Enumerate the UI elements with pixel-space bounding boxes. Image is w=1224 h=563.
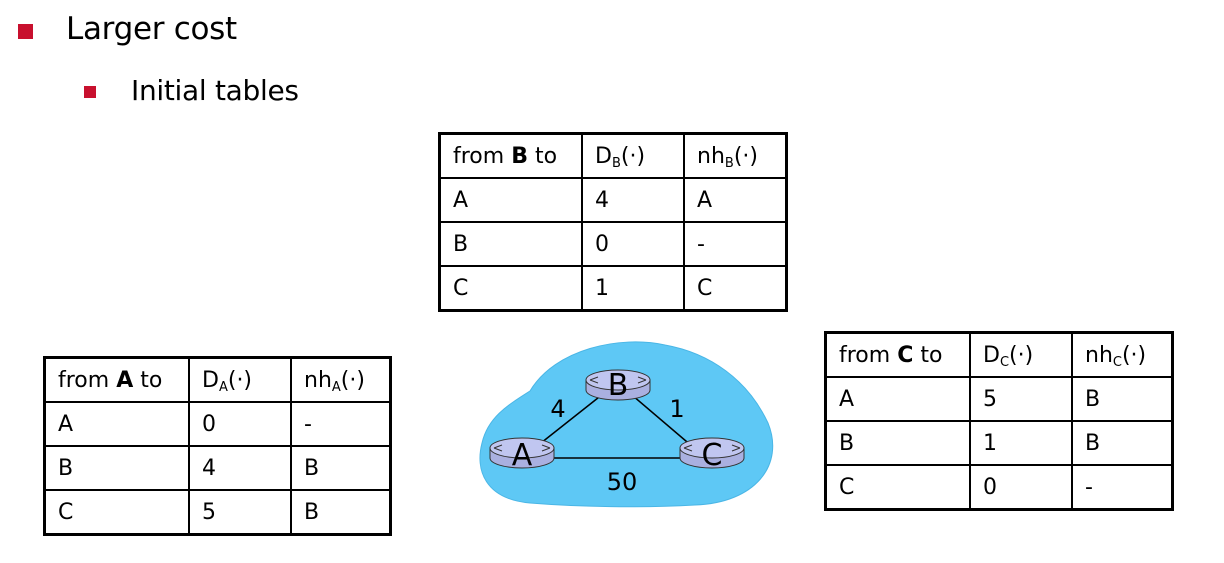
cell-dest: A (43, 401, 190, 447)
router-c: C (679, 437, 745, 473)
cell-dest: A (438, 177, 583, 223)
cell-dest: B (824, 420, 971, 466)
node-label-b: B (608, 368, 629, 403)
cell-dest: C (824, 464, 971, 511)
cell-dest: C (43, 489, 190, 536)
cell-dest: A (824, 376, 971, 422)
subheading: Initial tables (131, 74, 299, 107)
header-from: from C to (824, 331, 971, 378)
header-next-hop: nhB(·) (683, 132, 788, 179)
cell-dest: C (438, 265, 583, 312)
table-header-row: from B to DB(·) nhB(·) (438, 132, 788, 179)
header-from: from B to (438, 132, 583, 179)
cell-dist: 0 (188, 401, 292, 447)
header-next-hop: nhA(·) (290, 356, 392, 403)
bullet-level1 (18, 24, 33, 39)
cell-nh: A (683, 177, 788, 223)
header-distance: DC(·) (969, 331, 1073, 378)
cell-dist: 4 (188, 445, 292, 491)
cell-nh: B (290, 445, 392, 491)
table-header-row: from C to DC(·) nhC(·) (824, 331, 1174, 378)
cell-dist: 4 (581, 177, 685, 223)
cell-dist: 1 (969, 420, 1073, 466)
heading: Larger cost (66, 11, 237, 47)
network-diagram: B A C 4 1 50 (479, 341, 774, 508)
router-b: B (585, 368, 651, 403)
table-header-row: from A to DA(·) nhA(·) (43, 356, 392, 403)
cell-dist: 5 (969, 376, 1073, 422)
header-distance: DB(·) (581, 132, 685, 179)
cell-nh: - (290, 401, 392, 447)
cell-dest: B (438, 221, 583, 267)
link-cost-bc: 1 (669, 395, 684, 423)
link-cost-ac: 50 (607, 468, 638, 496)
node-label-a: A (512, 438, 533, 473)
bullet-level2 (84, 86, 96, 98)
header-next-hop: nhC(·) (1071, 331, 1174, 378)
node-label-c: C (702, 438, 723, 473)
cell-nh: C (683, 265, 788, 312)
cell-nh: B (290, 489, 392, 536)
cell-dist: 0 (581, 221, 685, 267)
router-a: A (489, 437, 555, 473)
cell-dist: 0 (969, 464, 1073, 511)
cell-dist: 1 (581, 265, 685, 312)
cell-nh: B (1071, 376, 1174, 422)
header-distance: DA(·) (188, 356, 292, 403)
cell-dest: B (43, 445, 190, 491)
cell-nh: - (683, 221, 788, 267)
cell-dist: 5 (188, 489, 292, 536)
link-cost-ab: 4 (550, 395, 565, 423)
header-from: from A to (43, 356, 190, 403)
cell-nh: - (1071, 464, 1174, 511)
cell-nh: B (1071, 420, 1174, 466)
